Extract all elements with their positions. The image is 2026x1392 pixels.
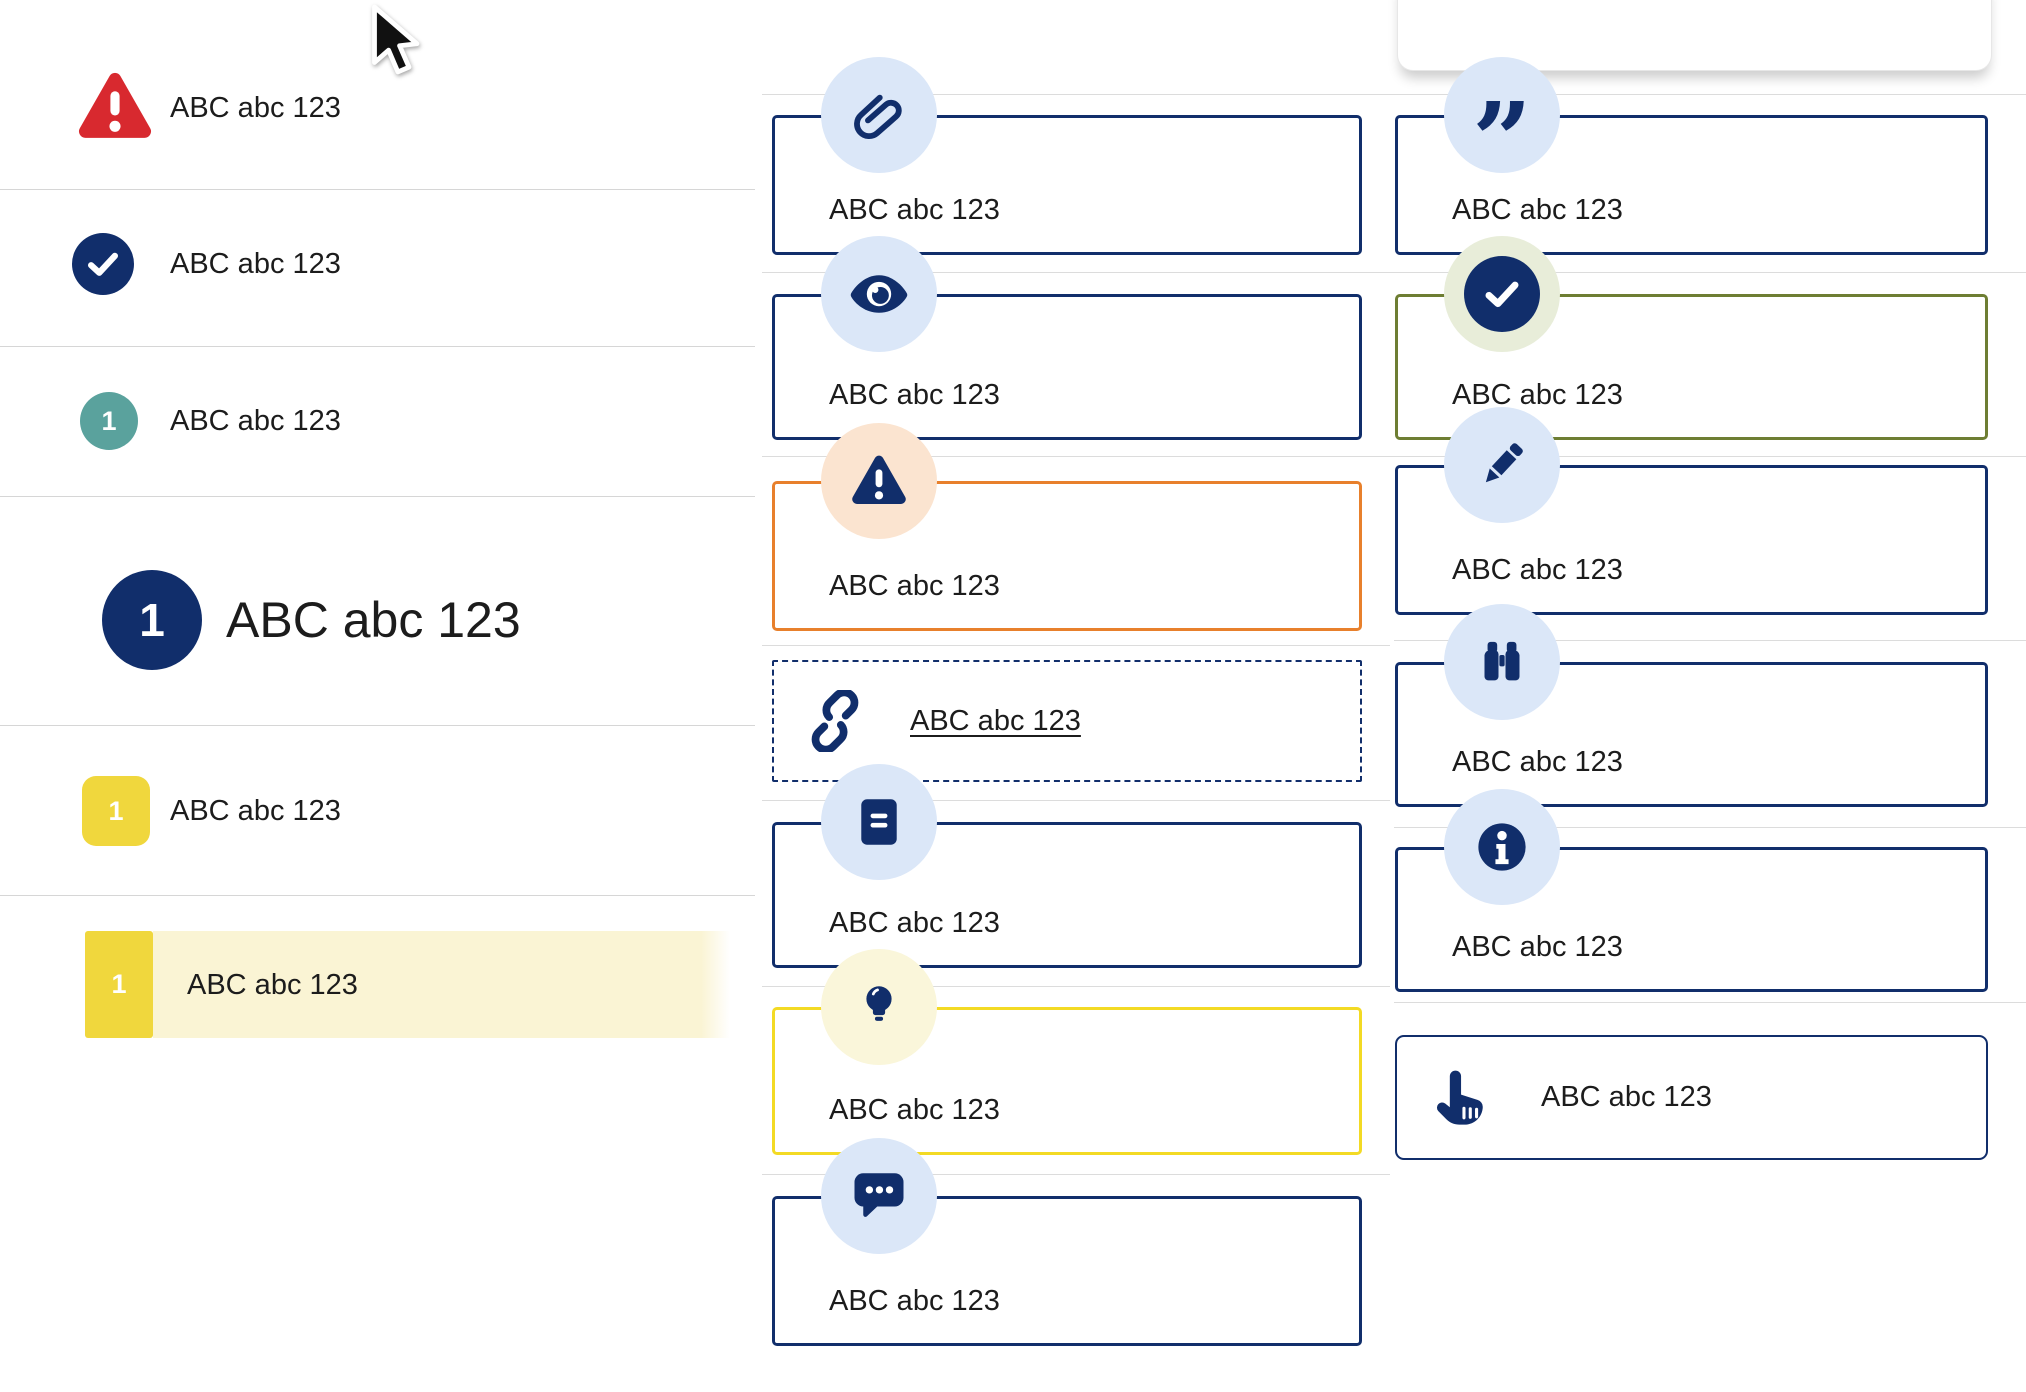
card-label: ABC abc 123 [829, 379, 1000, 411]
hand-pointer-icon [1429, 1067, 1491, 1129]
row-divider [762, 456, 2026, 457]
row-divider [762, 1174, 1390, 1175]
card-label: ABC abc 123 [829, 1285, 1000, 1317]
callout-card-info: ABC abc 123 [1395, 789, 1988, 992]
quote-icon: ” [1444, 57, 1560, 193]
row-divider [762, 94, 2026, 95]
list-item-label: ABC abc 123 [187, 969, 358, 1001]
list-item-label: ABC abc 123 [170, 248, 341, 280]
card-link[interactable]: ABC abc 123 [910, 704, 1081, 737]
callout-card-attachment: ABC abc 123 [772, 57, 1362, 255]
warning-triangle-icon [76, 72, 154, 142]
speech-bubble-icon [821, 1138, 937, 1254]
card-label: ABC abc 123 [829, 907, 1000, 939]
callout-card-edit: ABC abc 123 [1395, 407, 1988, 615]
list-divider [0, 725, 755, 726]
yellow-number-square-icon: 1 [82, 776, 150, 846]
card-label: ABC abc 123 [1452, 554, 1623, 586]
row-divider [762, 645, 1390, 646]
row-divider [762, 272, 2026, 273]
link-icon [804, 690, 866, 752]
card-label: ABC abc 123 [1452, 931, 1623, 963]
card-label: ABC abc 123 [829, 1094, 1000, 1126]
callout-card-tip: ABC abc 123 [772, 949, 1362, 1155]
paperclip-icon [821, 57, 937, 173]
row-divider [1394, 1002, 2026, 1003]
list-item-label-large: ABC abc 123 [226, 592, 521, 648]
row-divider [1394, 640, 2026, 641]
mouse-cursor-icon [363, 4, 425, 76]
callout-card-comment: ABC abc 123 [772, 1138, 1362, 1346]
check-icon [1444, 236, 1560, 352]
card-label: ABC abc 123 [1541, 1081, 1712, 1113]
warning-icon [821, 423, 937, 539]
card-label: ABC abc 123 [1452, 194, 1623, 226]
callout-card-warning: ABC abc 123 [772, 423, 1362, 631]
callout-card-search: ABC abc 123 [1395, 604, 1988, 807]
callout-card-action: ABC abc 123 [1395, 1035, 1988, 1160]
callout-card-link: ABC abc 123 [772, 660, 1362, 782]
navy-number-circle-icon: 1 [102, 570, 202, 670]
row-divider [1394, 827, 2026, 828]
list-item-label: ABC abc 123 [170, 795, 341, 827]
callout-card-see: ABC abc 123 [772, 236, 1362, 440]
info-icon [1444, 789, 1560, 905]
card-label: ABC abc 123 [1452, 379, 1623, 411]
list-item-label: ABC abc 123 [170, 405, 341, 437]
book-icon [821, 764, 937, 880]
card-label: ABC abc 123 [829, 570, 1000, 602]
list-divider [0, 346, 755, 347]
callout-card-quote: ” ABC abc 123 [1395, 57, 1988, 255]
card-label: ABC abc 123 [829, 194, 1000, 226]
lightbulb-icon [821, 949, 937, 1065]
list-divider [0, 895, 755, 896]
row-divider [762, 986, 1390, 987]
list-divider [0, 189, 755, 190]
eye-icon [821, 236, 937, 352]
binoculars-icon [1444, 604, 1560, 720]
row-divider [762, 800, 1390, 801]
teal-number-circle-icon: 1 [80, 392, 138, 450]
callout-card-reference: ABC abc 123 [772, 764, 1362, 968]
check-circle-icon [72, 233, 134, 295]
yellow-number-bar-icon: 1 [85, 931, 153, 1038]
row-highlight [153, 931, 730, 1038]
pencil-icon [1444, 407, 1560, 523]
card-label: ABC abc 123 [1452, 746, 1623, 778]
list-item-label: ABC abc 123 [170, 92, 341, 124]
list-divider [0, 496, 755, 497]
